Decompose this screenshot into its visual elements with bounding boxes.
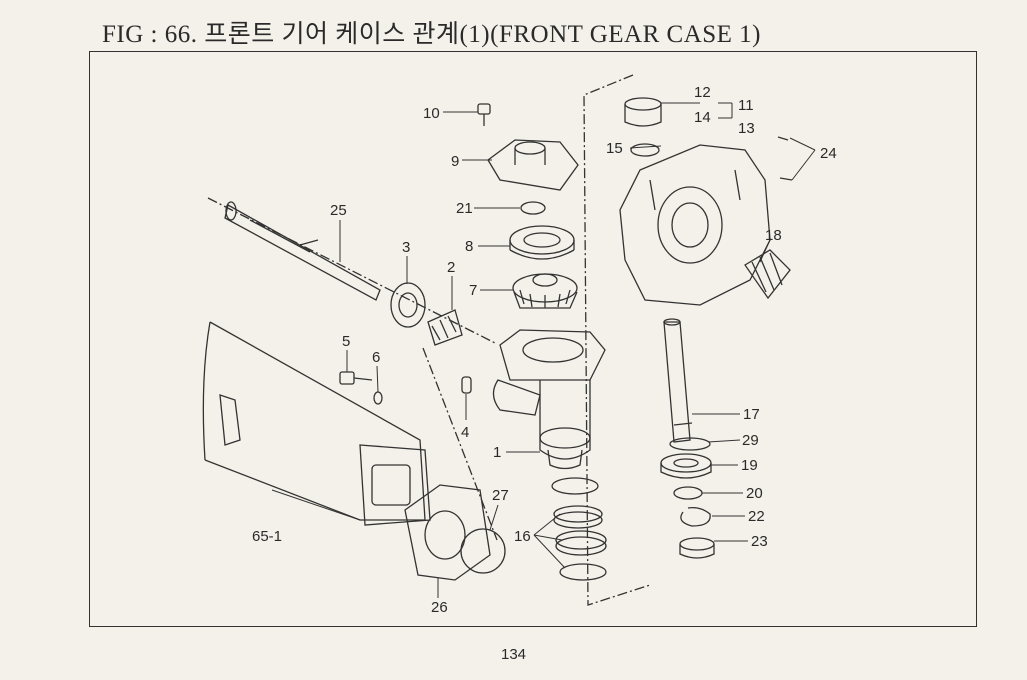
- ring-20: [673, 486, 703, 500]
- ring-15: [630, 143, 660, 157]
- callout-9: 9: [451, 153, 459, 170]
- callout-65-1: 65-1: [252, 528, 282, 545]
- callout-29: 29: [742, 432, 759, 449]
- callout-19: 19: [741, 457, 758, 474]
- cap-27: [460, 528, 506, 574]
- callout-24: 24: [820, 145, 837, 162]
- bevel-gear-18: [744, 249, 791, 300]
- callout-22: 22: [748, 508, 765, 525]
- pinion-2: [427, 309, 463, 346]
- callout-1: 1: [493, 444, 501, 461]
- callout-27: 27: [492, 487, 509, 504]
- bearing-19: [660, 453, 712, 479]
- figure-title: FIG : 66. 프론트 기어 케이스 관계(1)(FRONT GEAR CA…: [102, 21, 761, 48]
- callout-15: 15: [606, 140, 623, 157]
- pin-4: [461, 376, 472, 394]
- collar-23: [679, 537, 715, 559]
- callout-12: 12: [694, 84, 711, 101]
- callout-4: 4: [461, 424, 469, 441]
- callout-25: 25: [330, 202, 347, 219]
- callout-17: 17: [743, 406, 760, 423]
- cap-12: [624, 97, 662, 127]
- cover-9: [487, 139, 579, 191]
- callout-20: 20: [746, 485, 763, 502]
- bolt-24: [777, 136, 789, 141]
- bearing-3: [390, 282, 426, 328]
- callout-21: 21: [456, 200, 473, 217]
- callout-13: 13: [738, 120, 755, 137]
- gear-case-11: [619, 144, 771, 306]
- shim-29: [669, 437, 711, 451]
- flange-26: [404, 484, 491, 581]
- diagram-frame: [89, 51, 977, 627]
- callout-5: 5: [342, 333, 350, 350]
- gear-case-1: [492, 329, 606, 470]
- gear-7: [512, 273, 578, 309]
- callout-6: 6: [372, 349, 380, 366]
- axle-housing-65-1: [202, 321, 431, 526]
- callout-8: 8: [465, 238, 473, 255]
- bolt-5: [339, 371, 373, 385]
- shaft-17: [663, 318, 693, 443]
- shaft-25: [224, 201, 381, 301]
- bolt-10: [477, 103, 491, 126]
- callout-16: 16: [514, 528, 531, 545]
- callout-2: 2: [447, 259, 455, 276]
- page-number: 134: [500, 646, 527, 663]
- seals-16: [551, 477, 607, 581]
- callout-23: 23: [751, 533, 768, 550]
- callout-7: 7: [469, 282, 477, 299]
- callout-14: 14: [694, 109, 711, 126]
- guide-line: [422, 347, 498, 541]
- callout-18: 18: [765, 227, 782, 244]
- bearing-8: [509, 225, 575, 260]
- callout-10: 10: [423, 105, 440, 122]
- callout-26: 26: [431, 599, 448, 616]
- bolt-24: [779, 177, 793, 181]
- leader-lines: [271, 102, 816, 598]
- callout-labels: 10 9 21 8 7 25 3 2 5 6 4 1 27 16 65-1 26…: [252, 84, 837, 616]
- guide-line: [583, 74, 651, 606]
- washer-6: [373, 391, 383, 405]
- callout-11: 11: [738, 97, 754, 114]
- snap-ring-21: [520, 201, 546, 215]
- snap-ring-22: [680, 506, 711, 527]
- callout-3: 3: [402, 239, 410, 256]
